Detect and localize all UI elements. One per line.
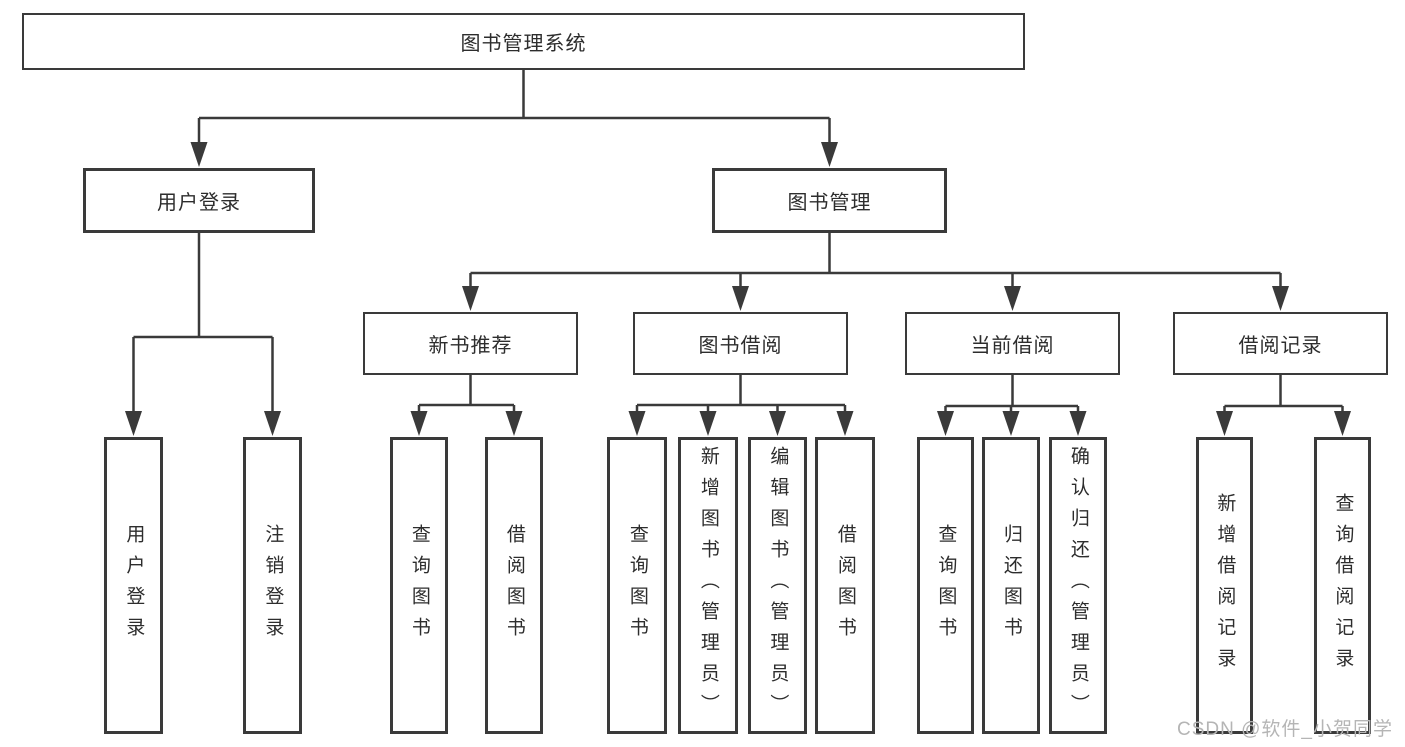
connector-current-borrow-split [944, 375, 1080, 413]
arrow-icon [1069, 411, 1087, 436]
arrow-icon [699, 411, 717, 436]
leaf-query-books-recommend: 查询图书 [390, 437, 448, 734]
arrow-icon [821, 142, 838, 167]
connector-root-split [197, 70, 831, 145]
arrow-icon [1216, 411, 1233, 436]
node-label: 图书管理系统 [460, 33, 587, 55]
leaf-borrow-books-recommend: 借阅图书 [485, 437, 543, 734]
node-label: 借阅记录 [1238, 335, 1323, 357]
arrow-icon [505, 411, 523, 436]
watermark: CSDN @软件_小贺同学 [1177, 719, 1393, 740]
arrow-icon [1272, 286, 1289, 311]
leaf-add-borrowing-record: 新增借阅记录 [1196, 437, 1253, 734]
leaf-edit-books-admin: 编辑图书（管理员） [748, 437, 807, 734]
arrow-icon [732, 286, 749, 311]
leaf-query-books-current: 查询图书 [917, 437, 974, 734]
node-borrowing-records: 借阅记录 [1173, 312, 1388, 375]
leaf-label: 新增图书（管理员） [697, 446, 719, 725]
arrow-icon [125, 411, 142, 436]
node-current-borrowing: 当前借阅 [905, 312, 1120, 375]
leaf-label: 借阅图书 [834, 523, 856, 648]
leaf-label: 查询图书 [626, 523, 648, 648]
leaf-label: 查询图书 [408, 523, 430, 648]
connector-lines [132, 70, 1344, 413]
node-label: 图书管理 [787, 192, 872, 214]
node-label: 图书借阅 [698, 335, 783, 357]
leaf-label: 确认归还（管理员） [1067, 446, 1089, 725]
arrow-icon [410, 411, 428, 436]
leaf-label: 查询图书 [935, 523, 957, 648]
arrow-icon [628, 411, 646, 436]
leaf-query-books-borrow: 查询图书 [607, 437, 667, 734]
arrow-icon [1004, 286, 1021, 311]
leaf-confirm-return-admin: 确认归还（管理员） [1049, 437, 1107, 734]
arrow-icon [264, 411, 281, 436]
leaf-add-books-admin: 新增图书（管理员） [678, 437, 738, 734]
arrow-icon [937, 411, 954, 436]
leaf-borrow-books: 借阅图书 [815, 437, 875, 734]
leaf-label: 借阅图书 [503, 523, 525, 648]
arrow-icon [836, 411, 854, 436]
leaf-label: 新增借阅记录 [1214, 492, 1236, 679]
connector-borrow-record-split [1223, 375, 1344, 413]
connector-user-login-split [132, 233, 274, 413]
node-label: 用户登录 [157, 192, 241, 214]
node-label: 当前借阅 [970, 335, 1055, 357]
node-new-book-recommendation: 新书推荐 [363, 312, 578, 375]
node-user-login: 用户登录 [83, 168, 315, 233]
node-book-management: 图书管理 [712, 168, 947, 233]
leaf-label: 查询借阅记录 [1332, 492, 1354, 679]
leaf-label: 注销登录 [262, 523, 284, 648]
arrowheads [125, 142, 1351, 436]
arrow-icon [462, 286, 479, 311]
node-book-borrowing: 图书借阅 [633, 312, 848, 375]
leaf-label: 用户登录 [123, 523, 145, 648]
leaf-return-books: 归还图书 [982, 437, 1040, 734]
arrow-icon [190, 142, 208, 167]
connector-book-mgmt-split [469, 233, 1282, 288]
node-library-management-system: 图书管理系统 [22, 13, 1025, 70]
arrow-icon [1002, 411, 1020, 436]
leaf-user-login: 用户登录 [104, 437, 163, 734]
node-label: 新书推荐 [428, 335, 513, 357]
leaf-logout: 注销登录 [243, 437, 302, 734]
connector-book-borrow-split [635, 375, 847, 413]
leaf-query-borrowing-record: 查询借阅记录 [1314, 437, 1371, 734]
leaf-label: 编辑图书（管理员） [767, 446, 789, 725]
connector-new-book-split [417, 375, 516, 413]
arrow-icon [769, 411, 786, 436]
leaf-label: 归还图书 [1000, 523, 1022, 648]
arrow-icon [1334, 411, 1351, 436]
